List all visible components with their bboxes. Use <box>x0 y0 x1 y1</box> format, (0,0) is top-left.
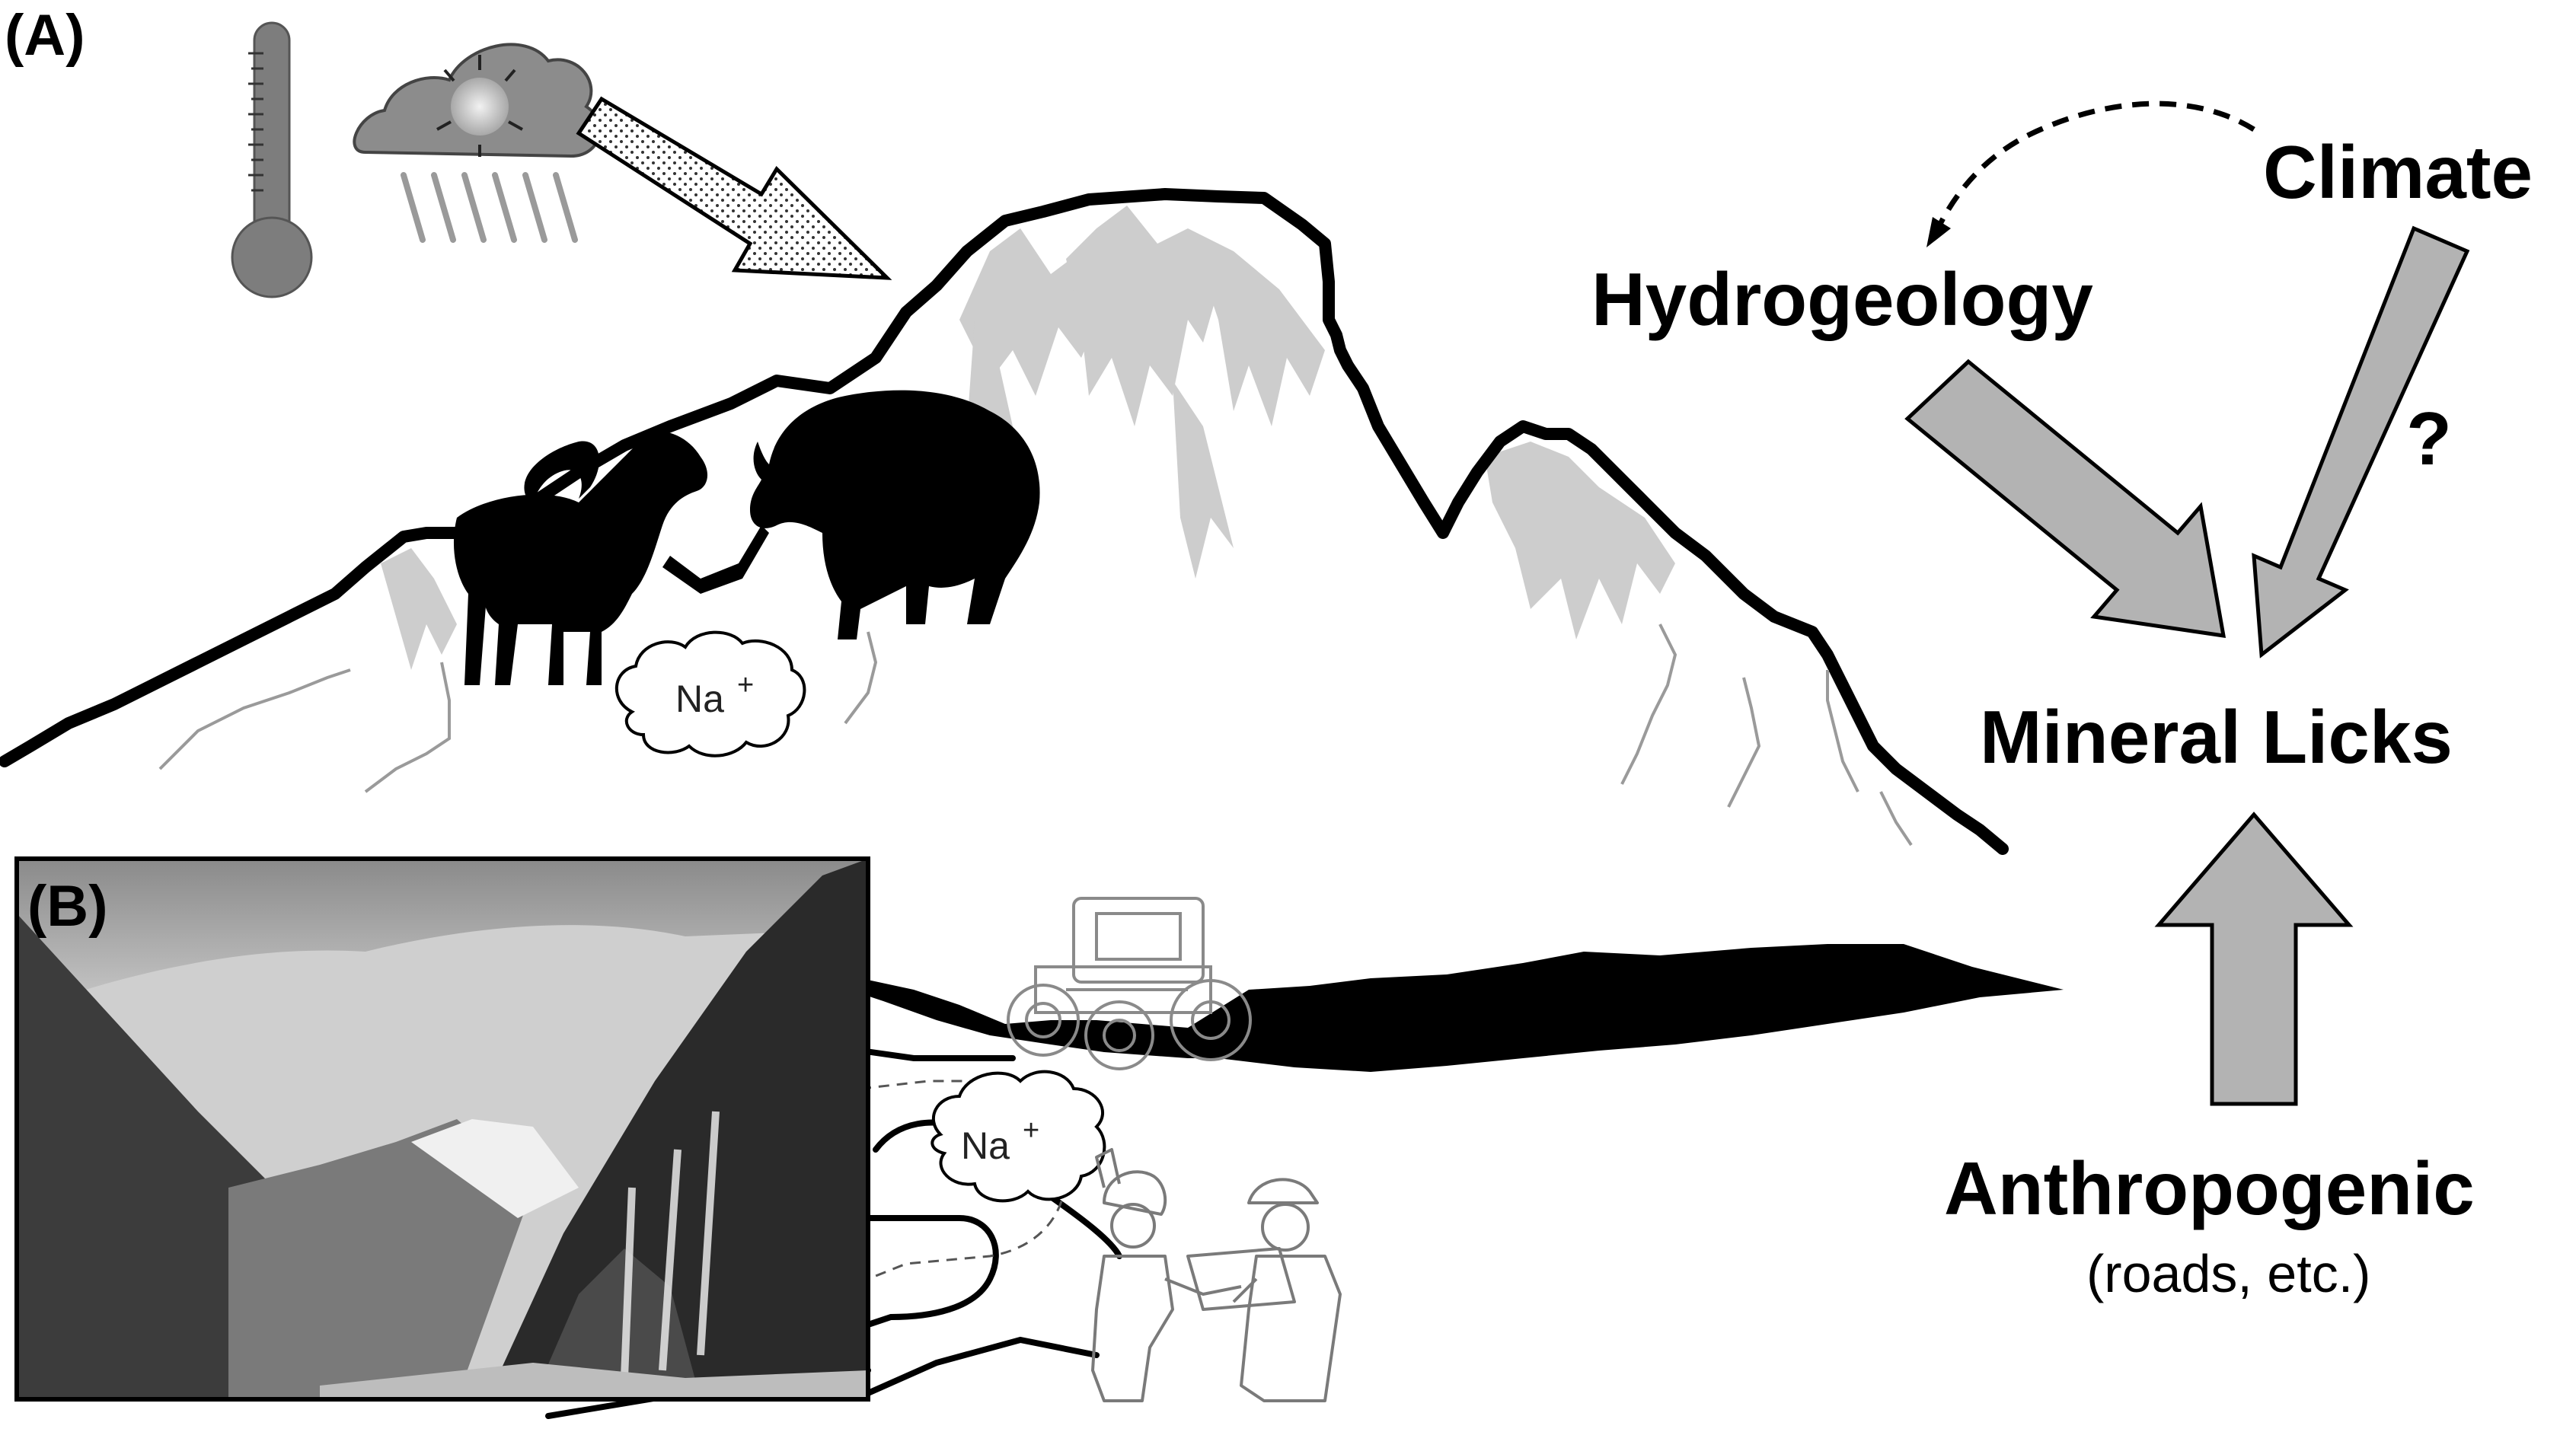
dashed-arrow-head <box>1926 217 1951 247</box>
foothill-lines <box>158 624 1913 847</box>
thermometer-icon <box>231 21 313 298</box>
anthropogenic-label: Anthropogenic <box>1944 1147 2475 1230</box>
mountain-ion-charge: + <box>737 669 754 701</box>
climate-label: Climate <box>2263 130 2533 214</box>
panel-a-label: (A) <box>5 3 85 68</box>
road-silhouette <box>860 944 2064 1072</box>
bighorn-sheep-silhouette <box>453 431 708 685</box>
hydrogeology-label: Hydrogeology <box>1591 257 2093 341</box>
climate-to-mountain-arrow <box>576 96 892 280</box>
mineral-licks-label: Mineral Licks <box>1980 695 2453 779</box>
anthropogenic-to-licks-arrow <box>2154 812 2354 1106</box>
mountain-goat-silhouette <box>662 390 1040 639</box>
sodium-ion-cloud: Na + <box>614 630 806 757</box>
mountain-ion-symbol: Na <box>675 678 724 720</box>
road-ion-symbol: Na <box>961 1124 1010 1167</box>
mountain-outline <box>0 188 2009 855</box>
road-sodium-ion-cloud: Na + <box>930 1070 1106 1203</box>
workers-icon <box>1091 1148 1342 1402</box>
climate-to-hydrogeology-dashed-arrow <box>1935 100 2255 230</box>
hydrogeology-to-licks-arrow <box>1904 359 2226 638</box>
road-ion-charge: + <box>1023 1115 1039 1147</box>
road-photograph <box>14 856 870 1402</box>
climate-to-licks-arrow <box>2252 225 2470 659</box>
rain-cloud-icon <box>353 43 602 243</box>
panel-b-label: (B) <box>27 874 108 939</box>
anthropogenic-note: (roads, etc.) <box>2086 1244 2370 1303</box>
tractor-icon <box>1007 897 1252 1070</box>
uncertain-question-mark: ? <box>2406 397 2452 480</box>
